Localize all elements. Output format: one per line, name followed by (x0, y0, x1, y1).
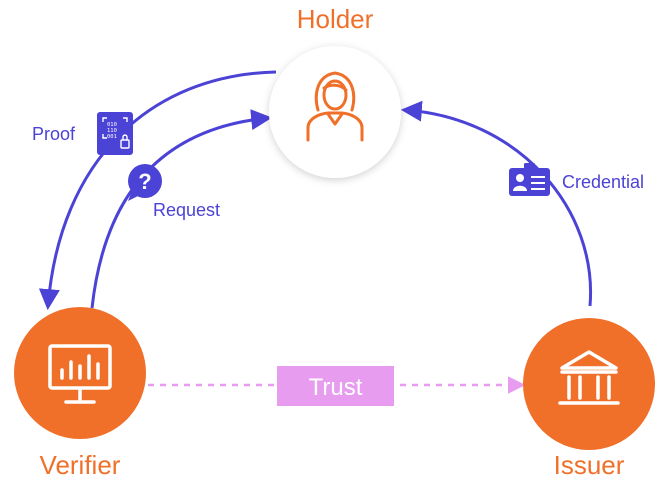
trust-box: Trust (277, 366, 394, 406)
holder-label: Holder (297, 4, 374, 34)
question-bubble-icon: ? (128, 164, 162, 201)
proof-arrow (38, 70, 277, 311)
svg-text:110: 110 (107, 128, 117, 134)
holder-node (269, 46, 401, 178)
svg-text:010: 010 (107, 122, 117, 128)
document-lock-icon: 010 110 001 (97, 112, 133, 155)
credential-arrow (400, 100, 593, 307)
issuer-node (523, 318, 655, 450)
request-label: Request (153, 200, 220, 220)
verifier-node (14, 307, 146, 439)
issuer-circle (523, 318, 655, 450)
svg-text:001: 001 (107, 134, 117, 140)
credential-label: Credential (562, 172, 644, 192)
person-icon (306, 71, 364, 142)
monitor-chart-icon (48, 344, 112, 404)
issuer-label: Issuer (554, 450, 625, 480)
verifier-label: Verifier (40, 450, 121, 480)
trust-label: Trust (309, 374, 363, 401)
svg-text:?: ? (138, 169, 151, 194)
id-card-icon (509, 163, 550, 196)
bank-building-icon (558, 350, 620, 405)
proof-label: Proof (32, 124, 76, 144)
